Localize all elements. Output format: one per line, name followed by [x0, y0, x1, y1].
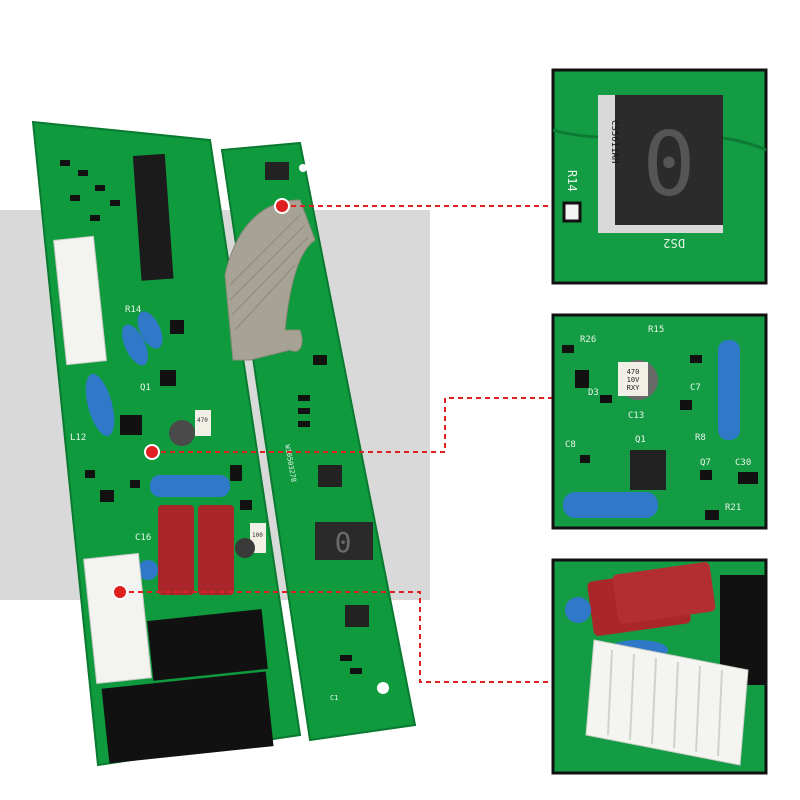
- silk-label: R15: [648, 325, 664, 335]
- detail-display-digit: 0: [643, 113, 696, 216]
- silk-label: Q1: [140, 383, 151, 393]
- silk-label: R26: [580, 335, 596, 345]
- film-capacitor-1: [158, 505, 194, 595]
- silk-label: C8: [565, 440, 576, 450]
- cap-rating: 470: [197, 417, 208, 424]
- connector-bottom: [83, 552, 152, 685]
- cap-rating: 100: [252, 532, 263, 539]
- silk-label: Q7: [700, 458, 711, 468]
- silk-label: R14: [125, 305, 141, 315]
- silk-label: DS2: [663, 236, 685, 250]
- silk-label: C1: [330, 694, 338, 702]
- silk-label: L12: [70, 433, 86, 443]
- display-digit: 0: [335, 526, 352, 559]
- callout-display-detail: 0 CS5611AH R14 DS2: [551, 68, 768, 285]
- tact-switch: [318, 465, 342, 487]
- ic-chip: [132, 153, 174, 281]
- callout-dot-components: [144, 444, 160, 460]
- tact-switch: [265, 162, 289, 180]
- film-capacitor-2: [198, 505, 234, 595]
- callout-lines: [120, 205, 553, 683]
- cap-rating: 470: [627, 368, 640, 376]
- cap-rating: 10V: [627, 376, 640, 384]
- display-part-number: CS5611AH: [609, 120, 619, 163]
- silk-label: C13: [628, 411, 644, 421]
- callout-components-detail: 470 10V RXY R15 R26 D3 C13 C8 Q1 C7 R8 Q…: [551, 313, 768, 530]
- silk-label: R8: [695, 433, 706, 443]
- left-board: R14 Q1 C16 L12 470 100: [31, 120, 302, 767]
- silk-label: R21: [725, 503, 741, 513]
- silk-label: D3: [588, 388, 599, 398]
- callout-connector-detail: [551, 558, 768, 775]
- cap-rating: RXY: [627, 384, 640, 392]
- silk-label: R14: [565, 170, 579, 192]
- silk-label: C30: [735, 458, 751, 468]
- callout-dot-display: [274, 198, 290, 214]
- silk-label: Q1: [635, 435, 646, 445]
- relay-2: [101, 671, 274, 764]
- relay-1: [147, 609, 268, 681]
- seven-segment-display: [315, 522, 373, 560]
- connector-top: [53, 235, 108, 366]
- ribbon-cable: [224, 199, 316, 361]
- callout-dot-connector: [112, 584, 128, 600]
- silk-label: C16: [135, 533, 151, 543]
- tact-switch: [345, 605, 369, 627]
- silk-label: C7: [690, 383, 701, 393]
- right-board: 0 W10503278 C1: [220, 141, 417, 742]
